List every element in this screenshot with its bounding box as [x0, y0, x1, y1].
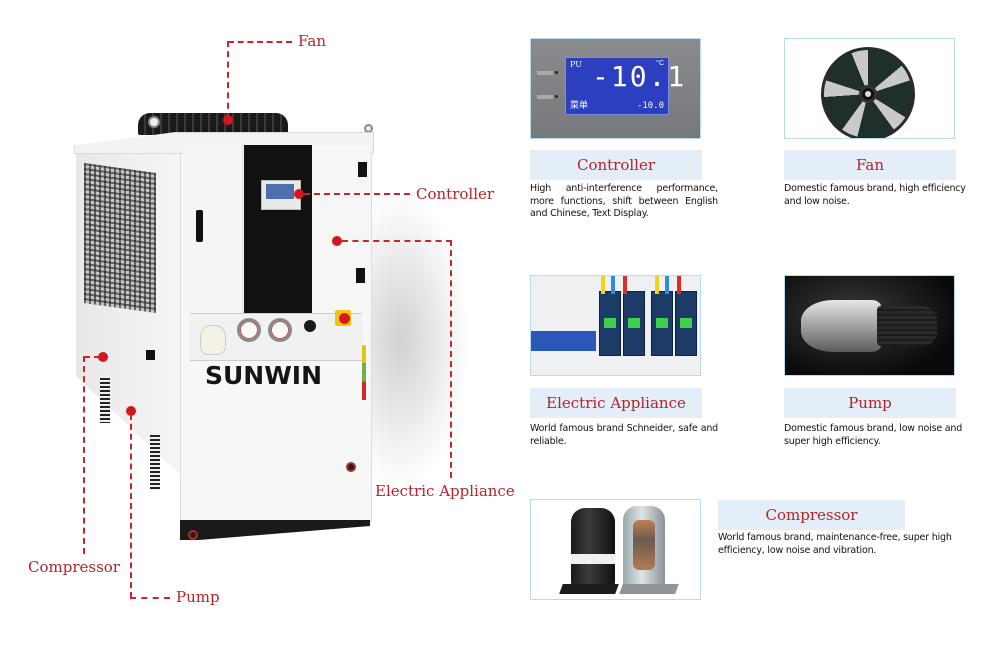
fan-marker-dot	[223, 115, 233, 125]
wire	[601, 276, 605, 294]
lifting-eye-right	[364, 124, 373, 133]
electric-appliance-description: World famous brand Schneider, safe and r…	[530, 423, 718, 447]
callout-controller: Controller	[416, 185, 495, 203]
controller-title: Controller	[530, 150, 702, 180]
wire	[611, 276, 615, 294]
contactor	[651, 291, 673, 356]
chiller-unit-illustration: SUNWIN	[74, 113, 470, 540]
water-level-indicator	[362, 345, 366, 400]
lcd-mode: PU	[570, 60, 582, 69]
indicator-light	[537, 95, 558, 99]
circuit-breaker	[531, 331, 596, 351]
wire	[665, 276, 669, 294]
callout-compressor: Compressor	[28, 558, 120, 576]
compressor-cutaway	[623, 506, 665, 588]
pump-marker-dot	[126, 406, 136, 416]
brand-logo: SUNWIN	[205, 361, 323, 390]
compressor-title: Compressor	[718, 500, 905, 530]
compressor-image	[530, 499, 701, 600]
controller-screen	[266, 184, 294, 199]
fan-leader-line	[228, 41, 292, 43]
pump-leader-line	[130, 414, 132, 598]
compressor-exterior	[571, 508, 615, 588]
fan-leader-line	[227, 41, 229, 119]
pump-leader-line	[130, 597, 170, 599]
compressor-leader-line	[83, 356, 85, 554]
contactor	[675, 291, 697, 356]
water-filler-cap	[200, 325, 226, 355]
electric-leader-line	[450, 240, 452, 478]
compressor-marker-dot	[98, 352, 108, 362]
electric-leader-line	[342, 240, 452, 242]
pump-description: Domestic famous brand, low noise and sup…	[784, 423, 963, 447]
lifting-eye-left	[148, 116, 160, 128]
compressor-base	[559, 584, 619, 594]
callout-fan: Fan	[298, 32, 326, 50]
door-handle	[196, 210, 203, 242]
controller-description: High anti-interference performance, more…	[530, 183, 718, 219]
front-door	[183, 145, 243, 315]
machine-base	[180, 520, 370, 540]
condenser-grille	[84, 162, 156, 314]
compressor-base	[619, 584, 679, 594]
electric-appliance-title: Electric Appliance	[530, 388, 702, 418]
callout-pump: Pump	[176, 588, 220, 606]
pump-title: Pump	[784, 388, 956, 418]
compressor-description: World famous brand, maintenance-free, su…	[718, 532, 952, 556]
lcd-temperature: -10.1	[592, 60, 687, 93]
fan-title: Fan	[784, 150, 956, 180]
controller-image: PU -10.1 °C 菜单 -10.0	[530, 38, 701, 139]
caster-wheel	[188, 530, 198, 540]
side-latch	[146, 350, 155, 360]
top-fan-guard	[138, 113, 288, 135]
wire	[655, 276, 659, 294]
door-latch	[356, 268, 365, 283]
fan-hub	[859, 85, 877, 103]
callout-electric-appliance: Electric Appliance	[375, 482, 515, 500]
controller-leader-line	[304, 193, 410, 195]
electric-appliance-image	[530, 275, 701, 376]
vent-grille	[150, 435, 160, 490]
pump-image	[784, 275, 955, 376]
black-control-panel	[244, 145, 312, 313]
lcd-display: PU -10.1 °C 菜单 -10.0	[565, 57, 684, 115]
pressure-gauge	[268, 318, 292, 342]
fan-image	[784, 38, 955, 139]
contactor	[599, 291, 621, 356]
vent-grille	[100, 378, 110, 423]
lcd-menu: 菜单	[570, 100, 589, 110]
compressor-leader-line	[84, 356, 100, 358]
wire	[623, 276, 627, 294]
lcd-setpoint: -10.0	[636, 101, 664, 111]
wire	[677, 276, 681, 294]
fan-description: Domestic famous brand, high efficiency a…	[784, 183, 966, 207]
small-gauge	[304, 320, 316, 332]
door-latch	[358, 162, 367, 177]
pressure-gauge	[237, 318, 261, 342]
caster-wheel	[346, 462, 356, 472]
lcd-unit: °C	[656, 60, 664, 67]
contactor	[623, 291, 645, 356]
emergency-stop-switch	[335, 310, 351, 326]
indicator-light	[537, 71, 558, 75]
electric-marker-dot	[332, 236, 342, 246]
pump-housing	[801, 300, 881, 352]
controller-marker-dot	[294, 189, 304, 199]
pump-motor	[877, 306, 937, 346]
